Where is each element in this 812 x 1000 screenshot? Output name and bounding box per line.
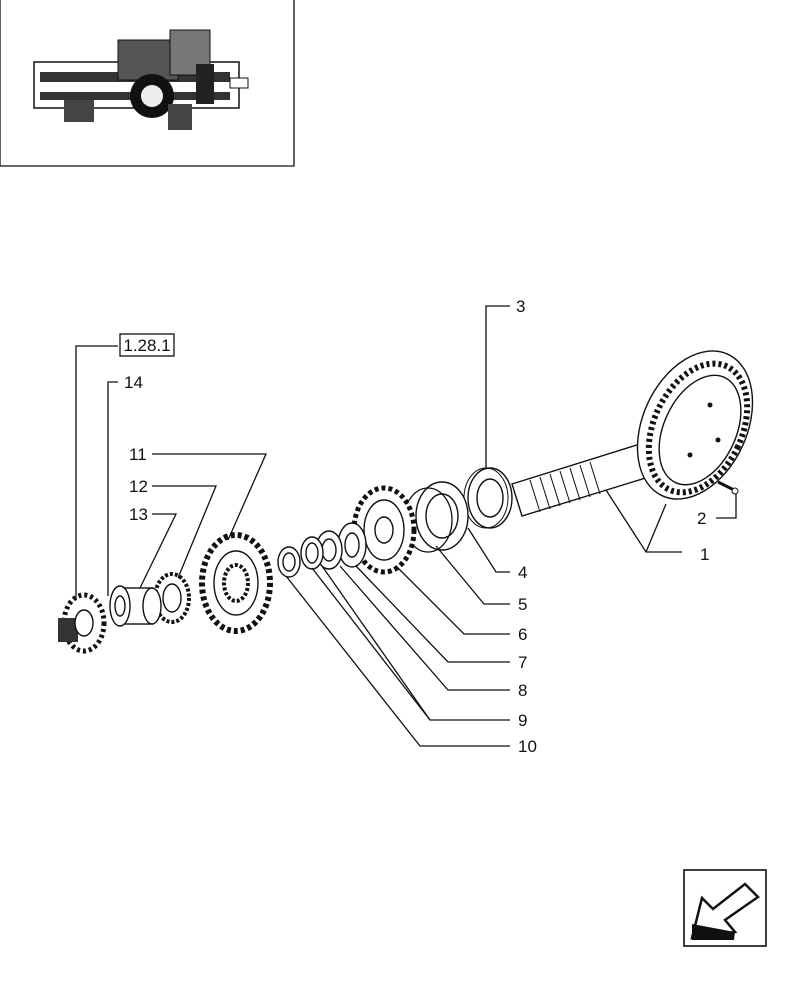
callout-4: 4 <box>518 563 527 582</box>
callout-11: 11 <box>129 445 147 464</box>
ring-10 <box>277 546 301 578</box>
callout-3: 3 <box>516 297 525 316</box>
synchro-hub-13 <box>109 585 162 627</box>
callout-13: 13 <box>129 505 148 524</box>
callout-1: 1 <box>700 545 709 564</box>
callout-12: 12 <box>129 477 148 496</box>
leader-lines <box>75 305 737 747</box>
callout-8: 8 <box>518 681 527 700</box>
reference-box <box>119 333 175 357</box>
callout-7: 7 <box>518 653 527 672</box>
callout-2: 2 <box>697 509 706 528</box>
bolt <box>717 480 739 495</box>
bevel-pinion-shaft <box>511 350 754 517</box>
callout-14: 14 <box>124 373 143 392</box>
washer-7 <box>337 522 367 568</box>
callout-9: 9 <box>518 711 527 730</box>
gear-14 <box>58 592 107 654</box>
gear-6 <box>351 485 417 575</box>
bearing-4-5 <box>403 481 469 553</box>
callout-5: 5 <box>518 595 527 614</box>
reference-label: 1.28.1 <box>123 336 170 355</box>
overview-thumbnail <box>0 0 295 167</box>
tractor-transmission-overview-icon <box>33 29 249 130</box>
bearing-3 <box>463 467 513 529</box>
next-page-button[interactable] <box>683 869 767 947</box>
next-page-arrow-icon <box>690 882 760 940</box>
callout-6: 6 <box>518 625 527 644</box>
synchro-sleeve-12 <box>153 572 191 624</box>
ring-9 <box>300 536 324 570</box>
gear-11 <box>199 532 273 634</box>
callout-10: 10 <box>518 737 537 756</box>
callout-labels: 1.28.1 1 2 3 4 5 6 7 8 9 10 11 12 13 14 <box>119 297 709 756</box>
